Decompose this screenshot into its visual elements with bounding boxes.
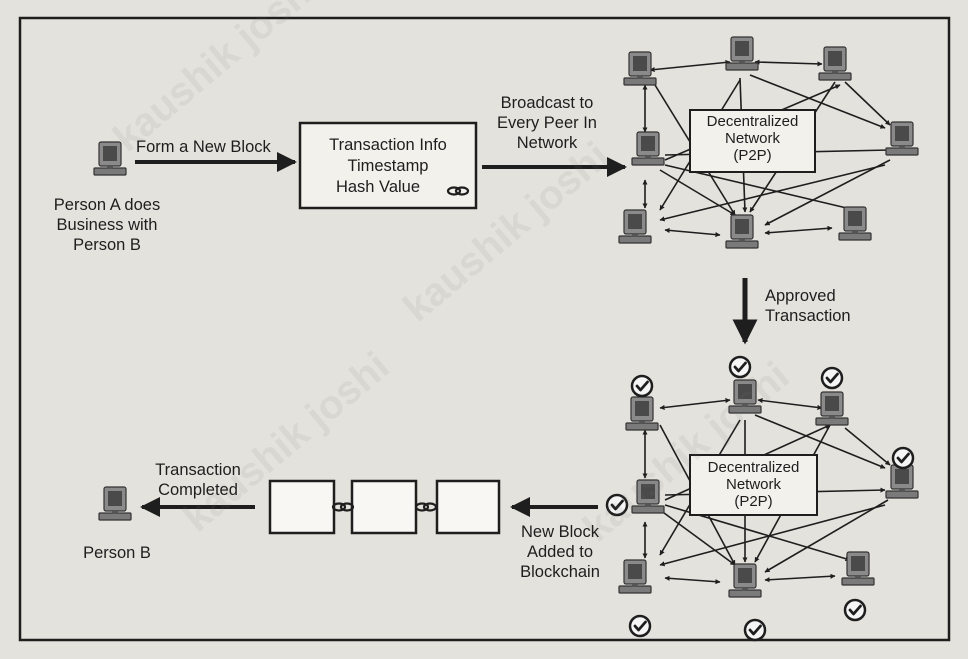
transaction-completed-label: Transaction Completed <box>155 461 241 499</box>
peer-computer-icon <box>625 396 659 431</box>
transaction-block <box>298 121 478 210</box>
peer-computer-icon <box>885 121 919 156</box>
new-block-label: New Block Added to Blockchain <box>520 523 600 581</box>
checkmark-icon <box>630 374 654 398</box>
peer-computer-icon <box>631 131 665 166</box>
peer-computer-icon <box>728 563 762 598</box>
peer-computer-icon <box>838 206 872 241</box>
bottom-network-box <box>689 454 818 516</box>
peer-computer-icon <box>725 36 759 71</box>
top-network-box <box>689 109 816 173</box>
person-a-computer-icon <box>93 141 127 176</box>
top-network-links <box>642 59 891 238</box>
peer-computer-icon <box>818 46 852 81</box>
checkmark-icon <box>891 446 915 470</box>
person-b-label: Person B <box>83 544 151 562</box>
peer-computer-icon <box>728 379 762 414</box>
checkmark-icon <box>628 614 652 638</box>
top-network-label: Decentralized Network (P2P) <box>706 113 799 164</box>
checkmark-icon <box>843 598 867 622</box>
peer-computer-icon <box>631 479 665 514</box>
checkmark-icon <box>743 618 767 642</box>
bottom-network-links <box>642 397 891 585</box>
chain-link-icon <box>331 502 355 512</box>
checkmark-icon <box>605 493 629 517</box>
peer-computer-icon <box>815 391 849 426</box>
chain-block <box>435 479 501 535</box>
peer-computer-icon <box>841 551 875 586</box>
transaction-block-text: Transaction Info Timestamp Hash Value <box>329 136 447 196</box>
peer-computer-icon <box>618 559 652 594</box>
peer-computer-icon <box>725 214 759 249</box>
chain-link-icon <box>414 502 438 512</box>
peer-computer-icon <box>623 51 657 86</box>
approved-label: Approved Transaction <box>765 287 851 325</box>
outer-frame <box>18 16 951 642</box>
broadcast-label: Broadcast to Every Peer In Network <box>497 94 597 152</box>
checkmark-icon <box>728 355 752 379</box>
person-b-computer-icon <box>98 486 132 521</box>
peer-computer-icon <box>618 209 652 244</box>
chain-block <box>268 479 336 535</box>
person-a-label: Person A does Business with Person B <box>53 196 161 254</box>
peer-computer-icon <box>885 464 919 499</box>
form-block-label: Form a New Block <box>136 138 271 156</box>
bottom-network-label: Decentralized Network (P2P) <box>707 459 800 510</box>
checkmark-icon <box>820 366 844 390</box>
chain-block <box>350 479 418 535</box>
